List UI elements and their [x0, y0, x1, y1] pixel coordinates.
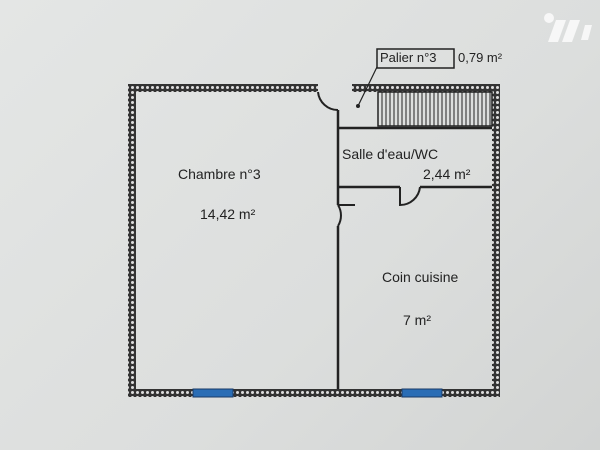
palier-marker: [356, 104, 360, 108]
window: [401, 388, 443, 398]
room-name-salle-eau: Salle d'eau/WC: [342, 146, 439, 162]
staircase: [377, 91, 493, 127]
outer-walls: [128, 84, 500, 397]
palier-label-box: [376, 48, 455, 69]
window: [192, 388, 234, 398]
room-area-palier: 0,79 m²: [458, 50, 503, 65]
room-name-palier: Palier n°3: [380, 50, 437, 65]
door-palier: [317, 91, 339, 112]
door-swings: [317, 91, 421, 227]
room-area-chambre: 14,42 m²: [200, 206, 256, 222]
room-name-chambre: Chambre n°3: [178, 166, 261, 182]
watermark-logo: [544, 13, 592, 42]
room-area-salle-eau: 2,44 m²: [423, 166, 471, 182]
room-area-cuisine: 7 m²: [403, 312, 431, 328]
door-chambre: [337, 204, 355, 227]
interior-walls: [336, 110, 492, 389]
room-name-cuisine: Coin cuisine: [382, 269, 459, 285]
door-salle-eau: [399, 186, 421, 207]
palier-leader-line: [357, 66, 378, 107]
